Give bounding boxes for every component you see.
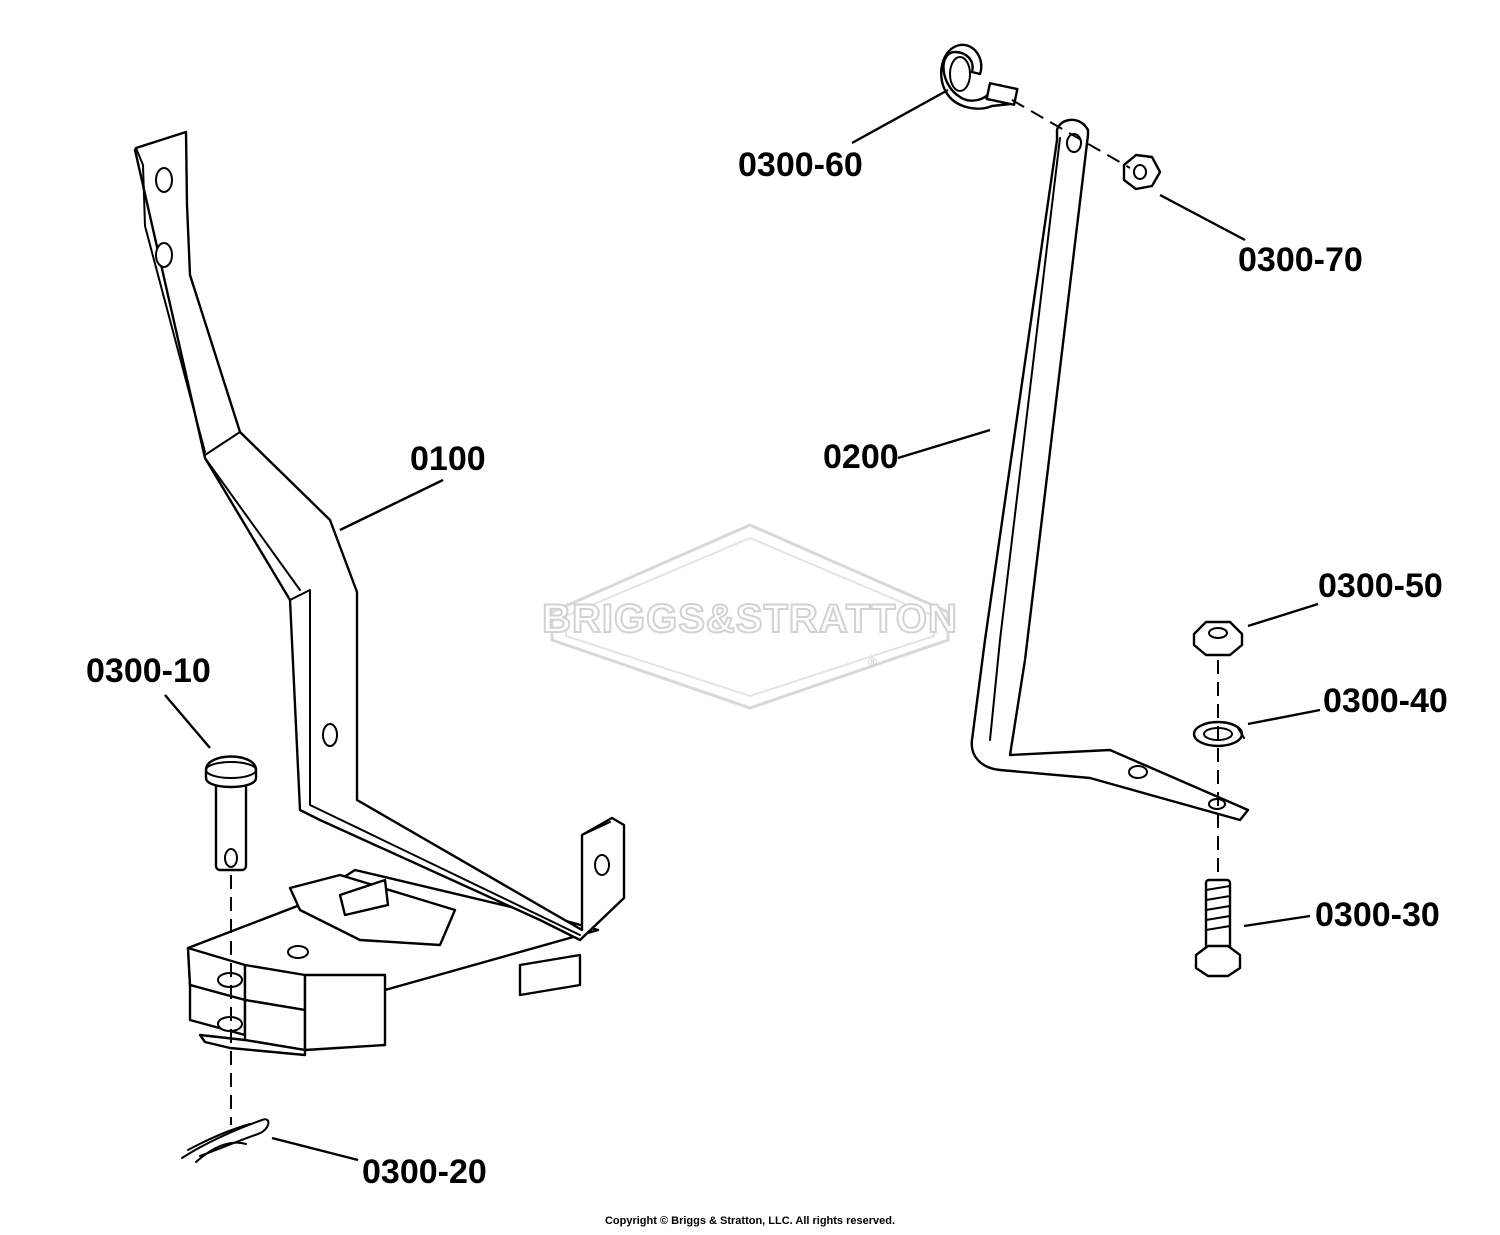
callout-0300-40: 0300-40 xyxy=(1323,682,1448,720)
callout-0300-10: 0300-10 xyxy=(86,652,211,690)
briggs-stratton-watermark: BRIGGS&STRATTON ® xyxy=(541,523,958,710)
callout-0300-60: 0300-60 xyxy=(738,146,863,184)
part-0300-10-clevis-pin xyxy=(204,755,258,872)
watermark-registered-mark: ® xyxy=(868,655,877,669)
watermark-brand-text: BRIGGS&STRATTON xyxy=(542,597,958,641)
part-0300-70-hex-nut xyxy=(1122,153,1162,191)
callout-0300-30: 0300-30 xyxy=(1315,896,1440,934)
part-0300-60-eye-bolt xyxy=(939,43,1019,110)
part-0100-lift-arm xyxy=(133,130,626,1057)
part-0300-50-hex-nut xyxy=(1192,620,1244,657)
part-0300-20-hairpin-clip xyxy=(181,1118,270,1163)
part-0300-30-hex-bolt xyxy=(1194,878,1242,978)
part-0200-support-rod xyxy=(970,118,1250,822)
callout-0200: 0200 xyxy=(823,438,899,476)
callout-0300-20: 0300-20 xyxy=(362,1153,487,1191)
copyright-notice: Copyright © Briggs & Stratton, LLC. All … xyxy=(604,1215,896,1227)
callout-0300-50: 0300-50 xyxy=(1318,567,1443,605)
leader-lines xyxy=(164,88,1321,1162)
assembly-line-eye-bolt xyxy=(1011,99,1131,169)
lift-arm-bar xyxy=(133,130,626,942)
callout-0300-70: 0300-70 xyxy=(1238,241,1363,279)
callout-0100: 0100 xyxy=(410,440,486,478)
hitch-base-block xyxy=(186,868,600,1057)
